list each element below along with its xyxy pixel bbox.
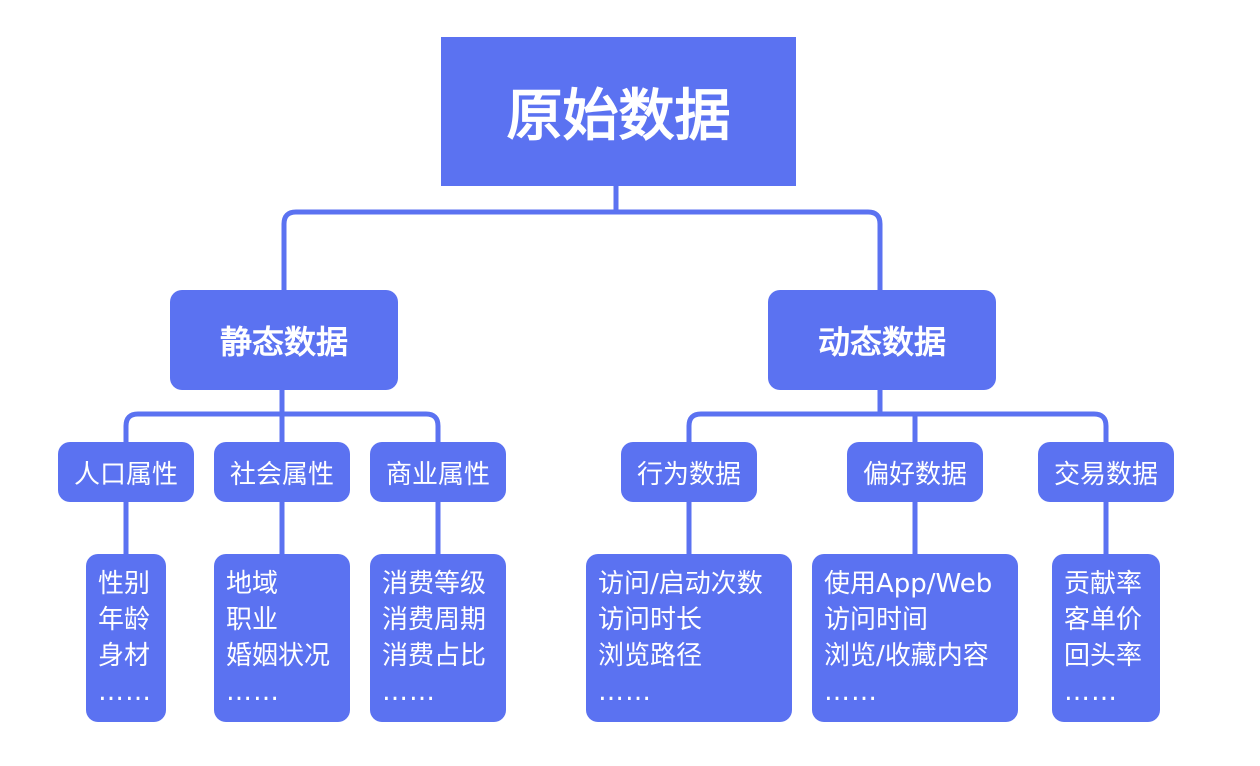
category-social: 社会属性 [214,442,350,502]
leaf-item: 消费等级 [382,569,487,599]
leaf-item-ellipsis: …… [226,677,280,707]
leaf-item: 婚姻状况 [226,641,331,671]
category-preference: 偏好数据 [847,442,983,502]
leaf-item: 消费占比 [382,641,487,671]
category-transaction: 交易数据 [1038,442,1174,502]
root-node: 原始数据 [441,37,796,186]
leaf-item: 访问/启动次数 [598,569,763,599]
leaf-item: 消费周期 [382,605,487,635]
group-static: 静态数据 [170,290,398,390]
leaf-item-ellipsis: …… [598,677,652,707]
leaf-item-ellipsis: …… [824,677,878,707]
leaf-item: 性别 [98,569,151,599]
leaf-item: 职业 [226,605,279,635]
leaf-item: 年龄 [98,605,151,635]
connector-static [123,390,441,442]
leaf-item-ellipsis: …… [1064,677,1118,707]
category-population: 人口属性 [58,442,194,502]
connector-dynamic [686,390,1109,442]
leaf-item: 客单价 [1064,605,1143,635]
leaf-transaction: 贡献率 客单价 回头率 …… [1052,554,1160,722]
leaf-item: 地域 [226,569,279,599]
category-commercial: 商业属性 [370,442,506,502]
leaf-item-ellipsis: …… [382,677,436,707]
leaf-item: 浏览/收藏内容 [824,641,989,671]
leaf-item: 贡献率 [1064,569,1143,599]
leaf-item: 访问时间 [824,605,929,635]
leaf-item-ellipsis: …… [98,677,152,707]
group-dynamic: 动态数据 [768,290,996,390]
leaf-behavior: 访问/启动次数 访问时长 浏览路径 …… [586,554,792,722]
connector-leaves [123,502,1109,554]
leaf-item: 访问时长 [598,605,703,635]
leaf-item: 浏览路径 [598,641,703,671]
leaf-social: 地域 职业 婚姻状况 …… [214,554,350,722]
leaf-item: 回头率 [1064,641,1143,671]
leaf-population: 性别 年龄 身材 …… [86,554,166,722]
connector-root [281,186,883,290]
leaf-item: 身材 [98,641,151,671]
leaf-preference: 使用App/Web 访问时间 浏览/收藏内容 …… [812,554,1018,722]
category-behavior: 行为数据 [621,442,757,502]
leaf-commercial: 消费等级 消费周期 消费占比 …… [370,554,506,722]
leaf-item: 使用App/Web [824,569,993,599]
